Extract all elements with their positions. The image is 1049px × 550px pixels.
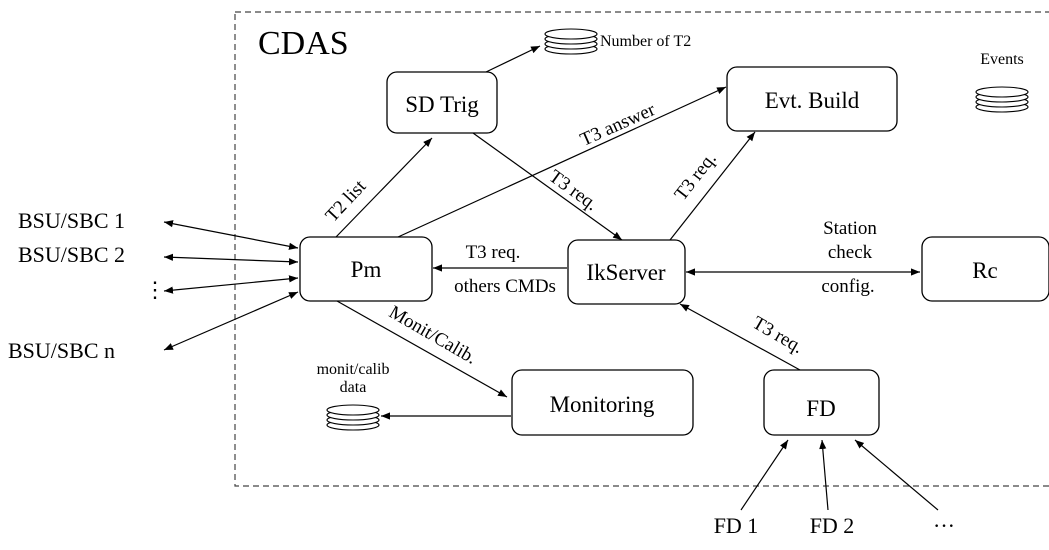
arrow-fd-to-ikserver (679, 303, 801, 371)
edge-label-config: config. (821, 276, 874, 297)
arrow-pm-to-sdtrig (335, 137, 433, 238)
disk-stack-icon (326, 404, 380, 431)
arrow-fd1-to-fd (740, 439, 789, 511)
fd-box: FD (763, 369, 880, 436)
ikserver-label: IkServer (586, 260, 666, 285)
ikserver-frame (567, 239, 686, 305)
monit-calib-label-line1: monit/calib (317, 361, 390, 378)
monit-calib-label-line2: data (340, 379, 367, 396)
edge-label-monit-calib: Monit/Calib. (385, 302, 480, 369)
arrow-pm-to-monitoring (336, 300, 508, 398)
sd-trig-label: SD Trig (405, 92, 479, 117)
bsu-sbc-dots: ⋮ (144, 277, 166, 302)
fd1-label: FD 1 (714, 513, 759, 538)
fd-frame (763, 369, 880, 436)
evt-build-frame (726, 66, 898, 132)
edge-label-check: check (828, 242, 873, 263)
arrow-fd2-to-fd (819, 439, 829, 511)
arrow-ikserver-to-evtbuild (669, 131, 756, 241)
monitoring-frame (511, 369, 694, 436)
storage-number-t2: Number of T2 (544, 28, 691, 55)
evt-build-label: Evt. Build (765, 88, 860, 113)
monitoring-label: Monitoring (550, 392, 655, 417)
arrow-pm-to-evtbuild (397, 86, 727, 238)
bsu-sbc-2-label: BSU/SBC 2 (18, 242, 125, 267)
fd-more-label: ··· (933, 513, 955, 538)
storage-events: Events (975, 51, 1029, 113)
storage-monit-calib-data: monit/calib data (317, 361, 390, 431)
ikserver-box: IkServer (567, 239, 686, 305)
monitoring-box: Monitoring (511, 369, 694, 436)
number-t2-label: Number of T2 (600, 33, 691, 50)
edge-label-t2-list: T2 list (322, 176, 371, 227)
edge-label-station: Station (823, 218, 877, 239)
pm-box: Pm (299, 236, 433, 302)
disk-stack-icon (975, 86, 1029, 113)
arrow-sdtrig-to-ikserver (472, 132, 623, 241)
arrow-bsun-pm (163, 291, 299, 351)
pm-frame (299, 236, 433, 302)
edge-label-t3-req-fd: T3 req. (749, 312, 807, 358)
arrow-sdtrig-to-number-t2 (485, 45, 541, 73)
arrow-bsu2-pm (163, 253, 299, 266)
fd-label: FD (806, 396, 835, 421)
events-label: Events (980, 51, 1024, 68)
edge-label-others-cmds: others CMDs (454, 276, 556, 297)
rc-box: Rc (921, 236, 1049, 302)
bsu-sbc-1-label: BSU/SBC 1 (18, 208, 125, 233)
rc-label: Rc (972, 258, 998, 283)
edge-label-t3-req-pm: T3 req. (466, 242, 521, 263)
pm-label: Pm (351, 257, 382, 282)
rc-frame (921, 236, 1049, 302)
bsu-sbc-n-label: BSU/SBC n (8, 338, 115, 363)
evt-build-box: Evt. Build (726, 66, 898, 132)
edge-label-t3-req-evtbuild: T3 req. (670, 149, 720, 205)
fd2-label: FD 2 (810, 513, 855, 538)
arrow-bsu-dots-pm (163, 275, 299, 294)
cdas-title: CDAS (258, 25, 349, 62)
arrow-bsu1-pm (163, 220, 299, 250)
sd-trig-frame (386, 71, 498, 134)
sd-trig-box: SD Trig (386, 71, 498, 134)
edge-label-t3-answer: T3 answer (577, 99, 659, 151)
arrow-fdmore-to-fd (854, 439, 939, 511)
disk-stack-icon (544, 28, 598, 55)
